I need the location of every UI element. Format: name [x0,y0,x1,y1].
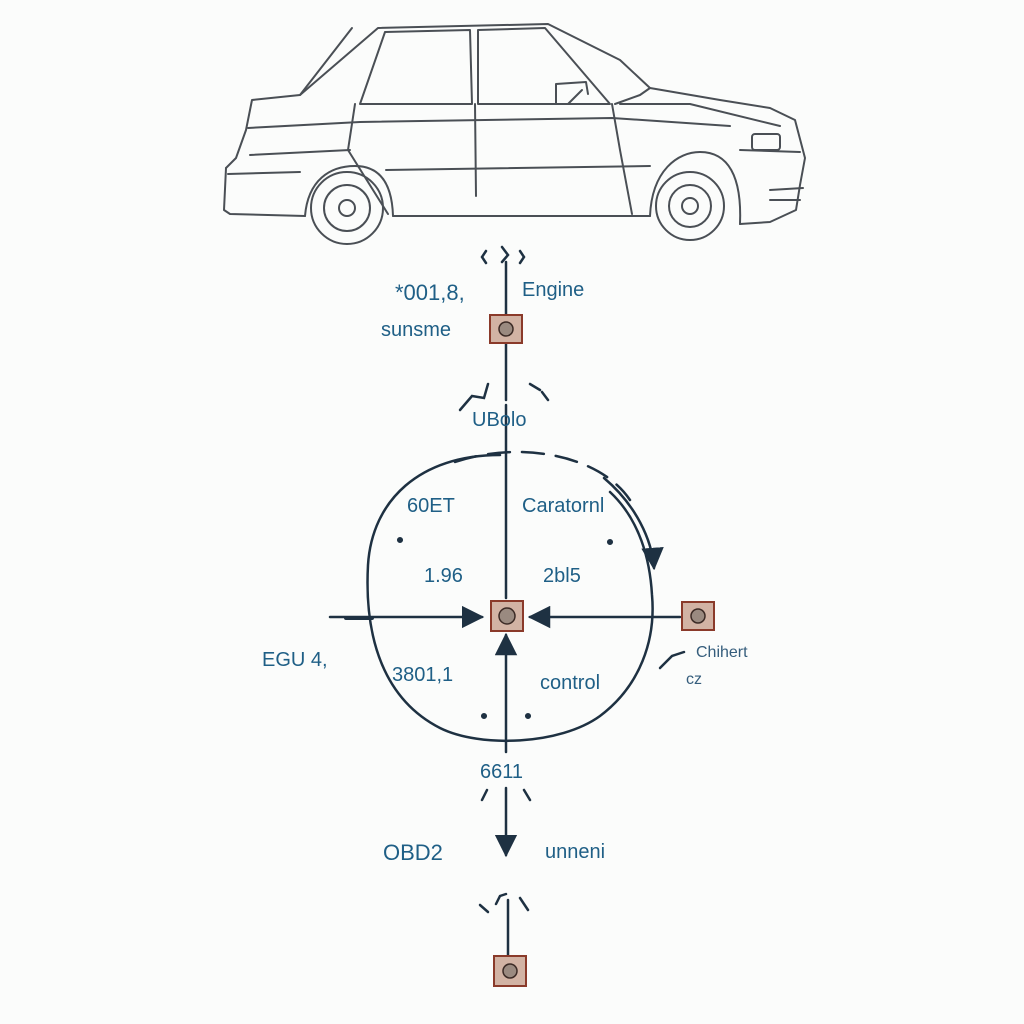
label-chihert-sub: cz [686,671,702,688]
label-left-mid: 1.96 [424,565,463,587]
node-hub [490,600,524,632]
label-egu: EGU 4, [262,649,328,671]
label-unneni: unneni [545,841,606,863]
control-ring [366,450,664,743]
diagram-lines [328,260,682,960]
label-right-mid: 2bl5 [543,565,581,587]
label-left-lower: 3801,1 [392,664,454,686]
label-obd2: OBD2 [383,840,443,865]
label-top-code: *001,8, [395,280,465,305]
node-top [489,314,523,344]
car-sketch [223,23,806,245]
node-right [681,601,715,631]
label-control: control [540,672,601,694]
sketch-marks [396,245,686,914]
label-chihert: Chihert [696,644,748,661]
label-bottom-code: 6611 [480,761,524,783]
label-left-upper: 60ET [407,495,455,517]
label-engine: Engine [522,279,585,301]
label-sunsm: sunsme [381,319,452,341]
node-bottom [493,955,527,987]
label-caratorn: Caratornl [522,495,605,517]
label-ubolo: UBolo [472,409,527,431]
